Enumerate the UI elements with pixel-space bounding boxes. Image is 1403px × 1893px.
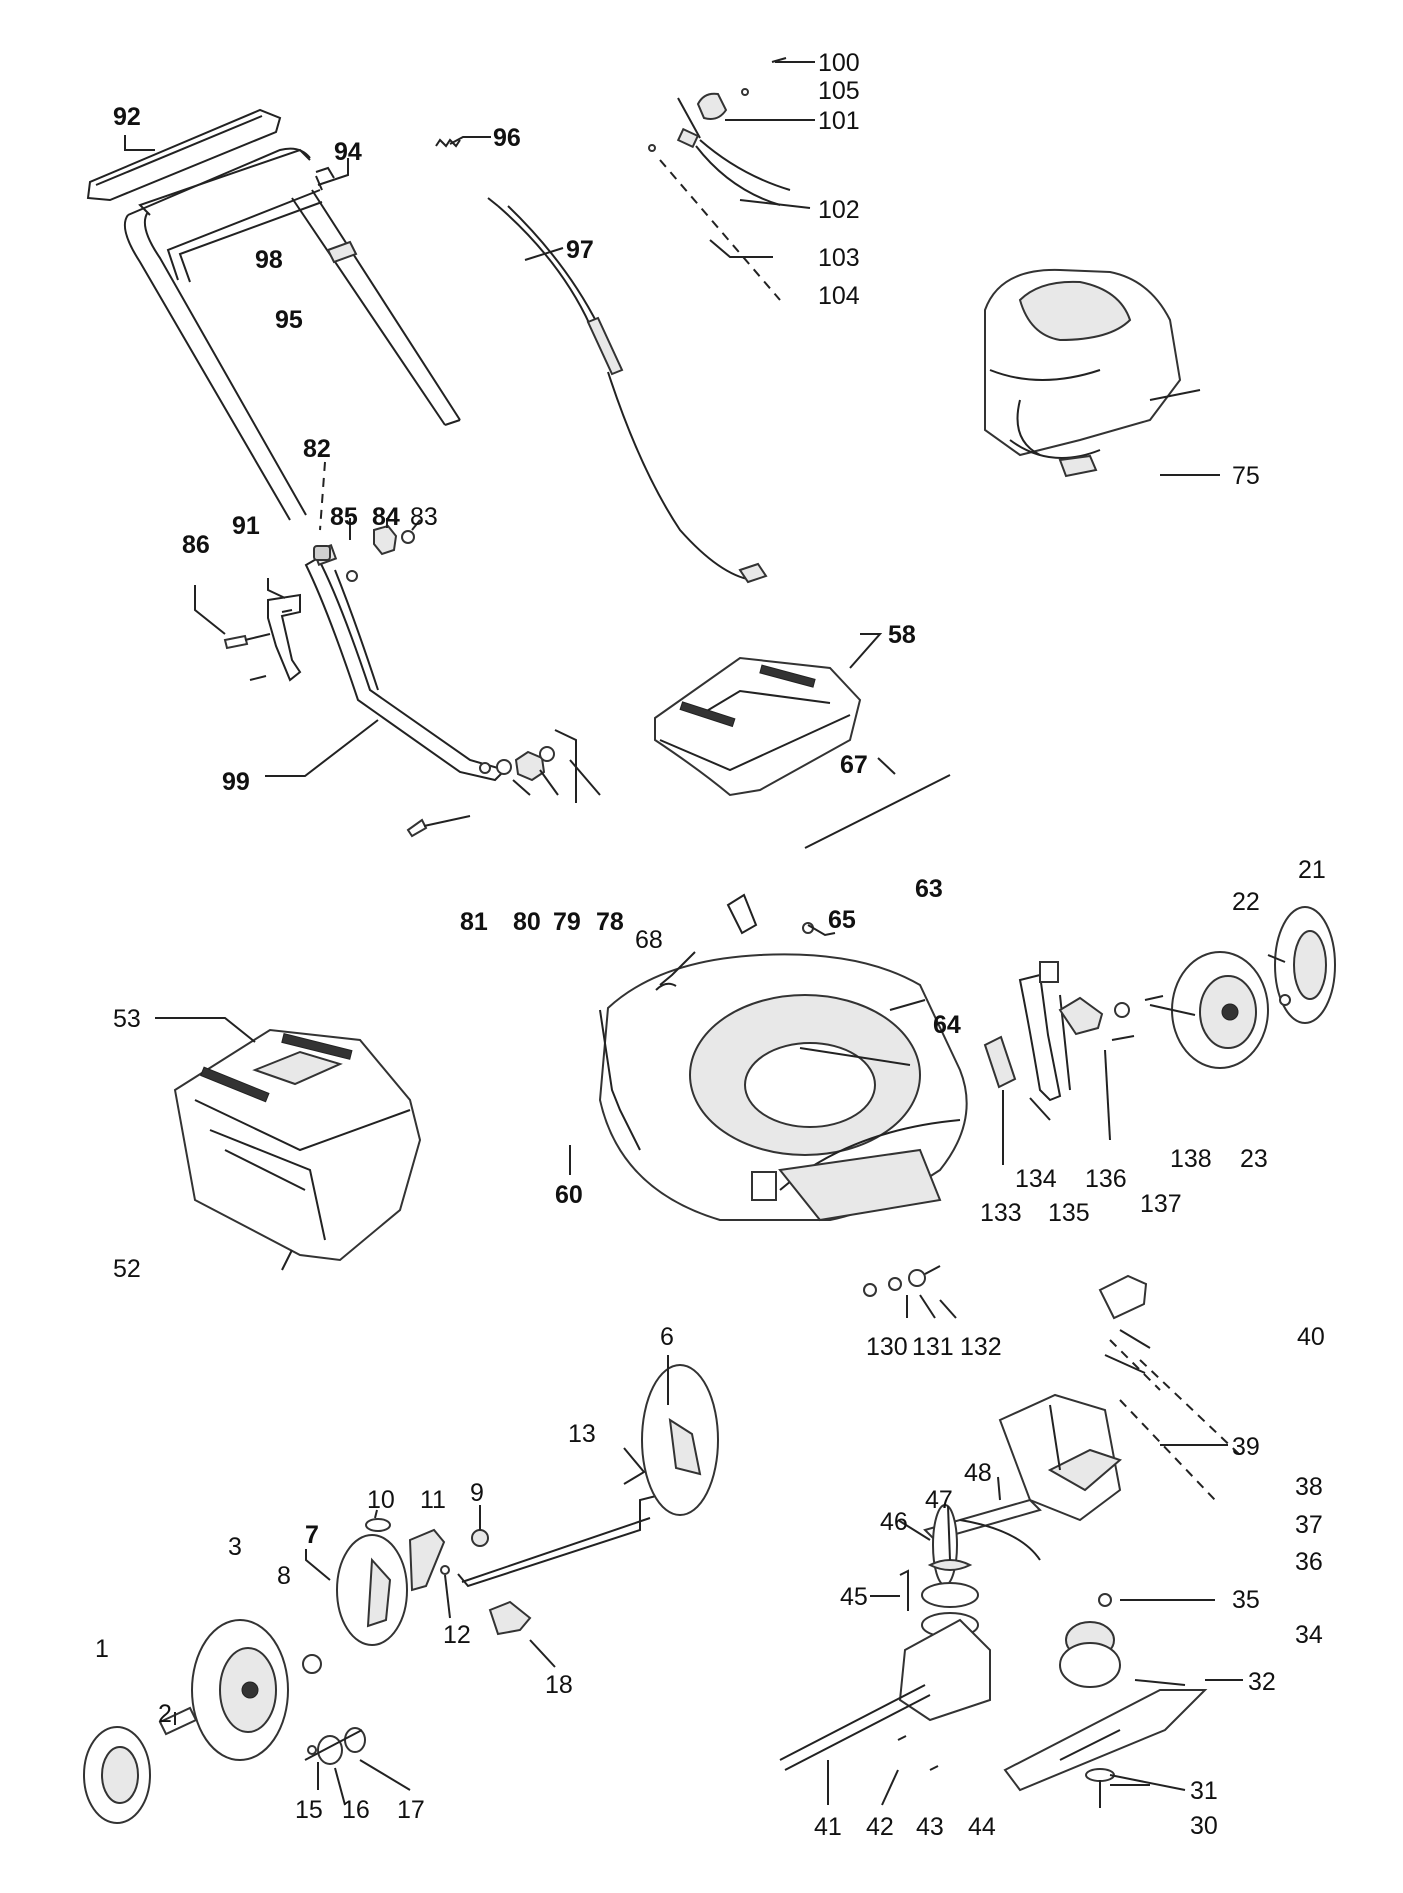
callout-47: 47 <box>925 1486 953 1514</box>
callout-53: 53 <box>113 1005 141 1033</box>
cable-and-spring <box>435 138 768 584</box>
callout-85: 85 <box>330 503 358 531</box>
callout-138: 138 <box>1170 1145 1212 1173</box>
callout-97: 97 <box>566 236 594 264</box>
callout-17: 17 <box>397 1796 425 1824</box>
callout-103: 103 <box>818 244 860 272</box>
callout-101: 101 <box>818 107 860 135</box>
callout-1: 1 <box>95 1635 109 1663</box>
callout-39: 39 <box>1232 1433 1260 1461</box>
callout-15: 15 <box>295 1796 323 1824</box>
leader-lines <box>124 61 1286 1806</box>
callout-58: 58 <box>888 621 916 649</box>
callout-11: 11 <box>420 1486 446 1514</box>
callout-41: 41 <box>814 1813 842 1841</box>
callout-labels: 92 94 96 97 98 95 100 105 101 102 103 10… <box>95 49 1326 1841</box>
callout-131: 131 <box>912 1333 954 1361</box>
callout-18: 18 <box>545 1671 573 1699</box>
callout-67: 67 <box>840 751 868 779</box>
rear-wheel <box>1171 906 1336 1069</box>
callout-2: 2 <box>158 1700 172 1728</box>
callout-64: 64 <box>933 1011 961 1039</box>
callout-45: 45 <box>840 1583 868 1611</box>
callout-91: 91 <box>232 512 260 540</box>
callout-134: 134 <box>1015 1165 1057 1193</box>
callout-42: 42 <box>866 1813 894 1841</box>
callout-100: 100 <box>818 49 860 77</box>
callout-40: 40 <box>1297 1323 1325 1351</box>
callout-35: 35 <box>1232 1586 1260 1614</box>
callout-102: 102 <box>818 196 860 224</box>
callout-48: 48 <box>964 1459 992 1487</box>
callout-95: 95 <box>275 306 303 334</box>
callout-22: 22 <box>1232 888 1260 916</box>
callout-94: 94 <box>334 138 362 166</box>
callout-32: 32 <box>1248 1668 1276 1696</box>
callout-52: 52 <box>113 1255 141 1283</box>
callout-30: 30 <box>1190 1812 1218 1840</box>
callout-82: 82 <box>303 435 331 463</box>
callout-63: 63 <box>915 875 943 903</box>
callout-84: 84 <box>372 503 400 531</box>
callout-23: 23 <box>1240 1145 1268 1173</box>
callout-9: 9 <box>470 1479 484 1507</box>
callout-36: 36 <box>1295 1548 1323 1576</box>
callout-99: 99 <box>222 768 250 796</box>
callout-38: 38 <box>1295 1473 1323 1501</box>
height-adjuster <box>983 961 1164 1102</box>
callout-60: 60 <box>555 1181 583 1209</box>
callout-10: 10 <box>367 1486 395 1514</box>
handle-hardware <box>313 524 555 838</box>
callout-137: 137 <box>1140 1190 1182 1218</box>
engine <box>984 268 1201 478</box>
callout-43: 43 <box>916 1813 944 1841</box>
callout-86: 86 <box>182 531 210 559</box>
callout-31: 31 <box>1190 1777 1218 1805</box>
callout-8: 8 <box>277 1562 291 1590</box>
callout-6: 6 <box>660 1323 674 1351</box>
front-wheel-assembly <box>83 1364 719 1824</box>
callout-98: 98 <box>255 246 283 274</box>
callout-75: 75 <box>1232 462 1260 490</box>
callout-92: 92 <box>113 103 141 131</box>
callout-81: 81 <box>460 908 488 936</box>
callout-83: 83 <box>410 503 438 531</box>
callout-80: 80 <box>513 908 541 936</box>
callout-21: 21 <box>1298 856 1326 884</box>
deck-cover <box>654 656 951 849</box>
callout-105: 105 <box>818 77 860 105</box>
callout-44: 44 <box>968 1813 996 1841</box>
callout-65: 65 <box>828 906 856 934</box>
deck-bolts <box>863 1265 941 1297</box>
grass-catcher <box>173 1028 422 1262</box>
callout-68: 68 <box>635 926 663 954</box>
gearbox-drive <box>779 1274 1208 1808</box>
throttle-lever <box>648 57 791 301</box>
callout-37: 37 <box>1295 1511 1323 1539</box>
upper-handle <box>86 108 461 521</box>
callout-96: 96 <box>493 124 521 152</box>
callout-135: 135 <box>1048 1199 1090 1227</box>
callout-46: 46 <box>880 1508 908 1536</box>
callout-3: 3 <box>228 1533 242 1561</box>
callout-136: 136 <box>1085 1165 1127 1193</box>
callout-12: 12 <box>443 1621 471 1649</box>
callout-130: 130 <box>866 1333 908 1361</box>
callout-78: 78 <box>596 908 624 936</box>
lower-handle <box>304 544 507 782</box>
mower-deck <box>598 893 968 1222</box>
handle-bracket <box>223 593 302 682</box>
callout-34: 34 <box>1295 1621 1323 1649</box>
callout-16: 16 <box>342 1796 370 1824</box>
callout-133: 133 <box>980 1199 1022 1227</box>
callout-132: 132 <box>960 1333 1002 1361</box>
callout-79: 79 <box>553 908 581 936</box>
callout-7: 7 <box>305 1521 319 1549</box>
callout-104: 104 <box>818 282 860 310</box>
callout-13: 13 <box>568 1420 596 1448</box>
